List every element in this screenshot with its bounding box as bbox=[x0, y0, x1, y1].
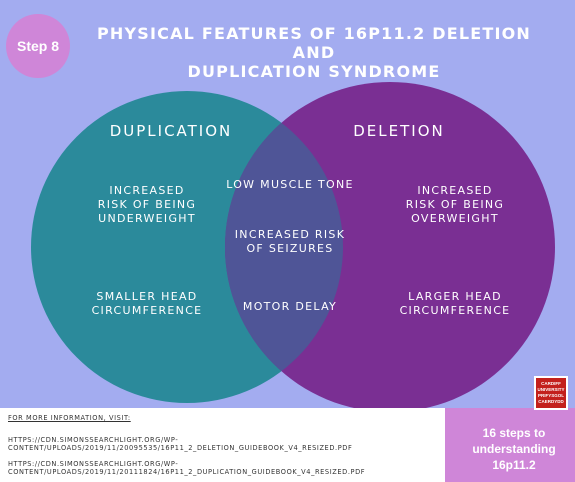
page-title: PHYSICAL FEATURES OF 16P11.2 DELETION AN… bbox=[74, 24, 554, 81]
steps-line: 16 steps to bbox=[482, 426, 546, 440]
label-line: SMALLER HEAD bbox=[96, 290, 198, 303]
duplication-underweight-label: INCREASED RISK OF BEING UNDERWEIGHT bbox=[72, 184, 222, 226]
step-badge-label: Step 8 bbox=[16, 38, 59, 54]
steps-caption: 16 steps to understanding 16p11.2 bbox=[459, 425, 569, 473]
deletion-heading: DELETION bbox=[353, 122, 445, 140]
label-line: CIRCUMFERENCE bbox=[91, 304, 203, 317]
label-line: OF SEIZURES bbox=[246, 242, 334, 255]
duplication-heading: DUPLICATION bbox=[109, 122, 233, 140]
duplication-guidebook-link[interactable]: HTTPS://CDN.SIMONSSEARCHLIGHT.ORG/WP- CO… bbox=[8, 460, 365, 476]
label-line: CIRCUMFERENCE bbox=[399, 304, 511, 317]
label-line: INCREASED bbox=[417, 184, 493, 197]
shared-muscle-tone-label: LOW MUSCLE TONE bbox=[215, 178, 365, 192]
label-line: RISK OF BEING bbox=[405, 198, 505, 211]
deletion-overweight-label: INCREASED RISK OF BEING OVERWEIGHT bbox=[380, 184, 530, 226]
overlap-region bbox=[225, 91, 343, 403]
step-badge: Step 8 bbox=[6, 14, 70, 78]
logo-line: CARDIFF bbox=[541, 381, 561, 386]
deletion-guidebook-link[interactable]: HTTPS://CDN.SIMONSSEARCHLIGHT.ORG/WP- CO… bbox=[8, 436, 352, 452]
title-line-1: PHYSICAL FEATURES OF 16P11.2 DELETION AN… bbox=[96, 24, 532, 62]
label-line: LARGER HEAD bbox=[408, 290, 502, 303]
label-line: INCREASED bbox=[109, 184, 185, 197]
duplication-head-label: SMALLER HEAD CIRCUMFERENCE bbox=[72, 290, 222, 318]
shared-seizures-label: INCREASED RISK OF SEIZURES bbox=[215, 228, 365, 256]
deletion-head-label: LARGER HEAD CIRCUMFERENCE bbox=[380, 290, 530, 318]
link-line[interactable]: CONTENT/UPLOADS/2019/11/20111824/16P11_2… bbox=[8, 468, 366, 476]
label-line: UNDERWEIGHT bbox=[98, 212, 196, 225]
steps-line: understanding bbox=[472, 442, 556, 456]
label-line: MOTOR DELAY bbox=[242, 300, 338, 313]
shared-motor-delay-label: MOTOR DELAY bbox=[215, 300, 365, 314]
label-line: OVERWEIGHT bbox=[411, 212, 499, 225]
info-panel: FOR MORE INFORMATION, VISIT: HTTPS://CDN… bbox=[0, 408, 445, 482]
cardiff-university-logo: CARDIFF UNIVERSITY PRIFYSGOL CAERDYDD bbox=[534, 376, 568, 410]
info-heading: FOR MORE INFORMATION, VISIT: bbox=[8, 414, 131, 422]
title-line-2: DUPLICATION SYNDROME bbox=[187, 62, 441, 81]
label-line: LOW MUSCLE TONE bbox=[226, 178, 354, 191]
steps-line: 16p11.2 bbox=[492, 458, 536, 472]
link-line[interactable]: HTTPS://CDN.SIMONSSEARCHLIGHT.ORG/WP- bbox=[8, 460, 179, 468]
link-line[interactable]: HTTPS://CDN.SIMONSSEARCHLIGHT.ORG/WP- bbox=[8, 436, 179, 444]
label-line: INCREASED RISK bbox=[234, 228, 346, 241]
label-line: RISK OF BEING bbox=[97, 198, 197, 211]
logo-line: UNIVERSITY bbox=[537, 387, 565, 392]
link-line[interactable]: CONTENT/UPLOADS/2019/11/20095535/16P11_2… bbox=[8, 444, 353, 452]
steps-panel bbox=[445, 408, 575, 482]
logo-line: CAERDYDD bbox=[538, 399, 564, 404]
logo-line: PRIFYSGOL bbox=[537, 393, 564, 398]
